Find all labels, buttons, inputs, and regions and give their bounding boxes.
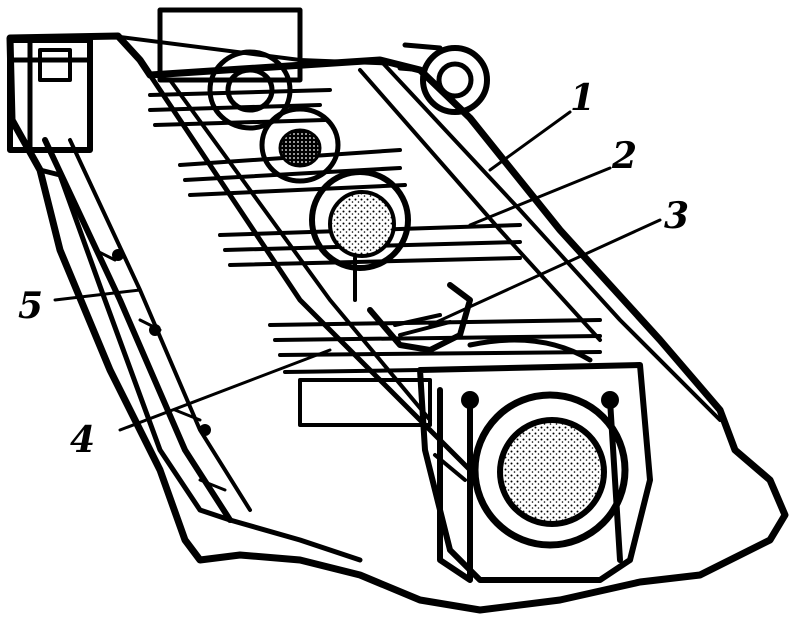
leader-3 [428, 218, 662, 327]
top-spindle-assembly [157, 7, 411, 302]
top-right-bearing [397, 42, 490, 115]
guide-rail [42, 137, 252, 523]
callout-4: 4 [70, 419, 95, 461]
callout-2: 2 [611, 135, 637, 177]
leader-1 [488, 110, 572, 172]
workpiece [367, 282, 473, 353]
callout-5: 5 [18, 285, 43, 327]
callout-1: 1 [570, 77, 595, 119]
callout-3: 3 [664, 195, 689, 237]
front-carriage [417, 337, 653, 583]
leader-5 [53, 288, 142, 302]
leader-lines [53, 110, 662, 432]
leader-2 [468, 166, 612, 227]
leader-4 [118, 348, 332, 432]
